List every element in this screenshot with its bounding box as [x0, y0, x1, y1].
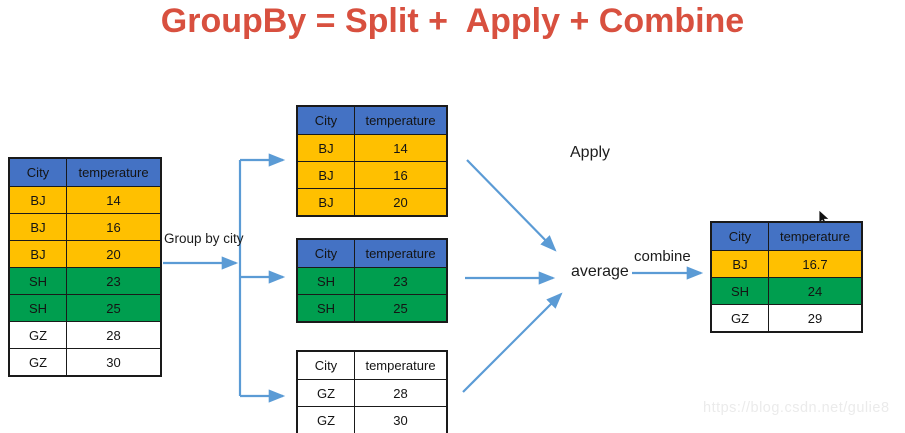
header-city: City [712, 223, 769, 250]
header-city: City [298, 107, 355, 134]
cell-temperature: 28 [393, 385, 408, 401]
cell-city: BJ [10, 241, 67, 267]
combine-label: combine [634, 248, 691, 265]
split-table-sh: City temperature SH 23 SH 25 [296, 238, 448, 323]
table-row: BJ 14 [298, 135, 446, 162]
split-table-gz: City temperature GZ 28 GZ 30 [296, 350, 448, 433]
cell-city: SH [10, 295, 67, 321]
cell-city: BJ [298, 162, 355, 188]
table-header-row: City temperature [298, 352, 446, 380]
table-header-row: City temperature [298, 107, 446, 135]
table-row: SH 23 [298, 268, 446, 295]
cell-city: BJ [298, 135, 355, 161]
cell-city: GZ [298, 380, 355, 406]
cell-temperature: 14 [106, 192, 121, 208]
cell-temperature: 20 [393, 194, 408, 210]
cell-city: GZ [10, 322, 67, 348]
cell-temperature: 28 [106, 327, 121, 343]
cell-city: SH [298, 268, 355, 294]
table-header-row: City temperature [298, 240, 446, 268]
cell-city: BJ [712, 251, 769, 277]
table-row: SH 23 [10, 268, 160, 295]
header-city: City [10, 159, 67, 186]
table-row: BJ 16 [10, 214, 160, 241]
cell-city: BJ [10, 187, 67, 213]
source-table: City temperature BJ 14 BJ 16 BJ 20 SH 23… [8, 157, 162, 377]
cell-temperature: 16.7 [802, 256, 828, 272]
table-row: BJ 16 [298, 162, 446, 189]
cell-city: BJ [10, 214, 67, 240]
cell-temperature: 30 [106, 354, 121, 370]
cell-city: SH [10, 268, 67, 294]
header-city: City [298, 240, 355, 267]
table-header-row: City temperature [10, 159, 160, 187]
header-temperature: temperature [78, 165, 149, 180]
table-row: GZ 30 [298, 407, 446, 433]
watermark: https://blog.csdn.net/gulie8 [703, 400, 890, 416]
split-table-bj: City temperature BJ 14 BJ 16 BJ 20 [296, 105, 448, 217]
table-row: BJ 14 [10, 187, 160, 214]
header-city: City [298, 352, 355, 379]
table-row: BJ 20 [10, 241, 160, 268]
average-label: average [571, 263, 629, 280]
cell-city: SH [712, 278, 769, 304]
cell-temperature: 16 [106, 219, 121, 235]
cell-temperature: 14 [393, 140, 408, 156]
table-row: GZ 30 [10, 349, 160, 375]
cell-temperature: 20 [106, 246, 121, 262]
table-row: BJ 16.7 [712, 251, 861, 278]
cell-city: GZ [712, 305, 769, 331]
header-temperature: temperature [779, 229, 851, 244]
table-row: BJ 20 [298, 189, 446, 215]
table-row: GZ 29 [712, 305, 861, 331]
header-temperature: temperature [365, 246, 436, 261]
cell-temperature: 23 [393, 273, 408, 289]
table-row: SH 24 [712, 278, 861, 305]
group-by-label: Group by city [164, 231, 244, 246]
table-row: SH 25 [298, 295, 446, 321]
apply-arrow-bj [466, 159, 557, 252]
cell-temperature: 25 [106, 300, 121, 316]
header-temperature: temperature [365, 113, 436, 128]
cell-temperature: 30 [393, 412, 408, 428]
cell-city: SH [298, 295, 355, 321]
cell-city: BJ [298, 189, 355, 215]
table-row: SH 25 [10, 295, 160, 322]
cell-temperature: 25 [393, 300, 408, 316]
header-temperature: temperature [365, 358, 436, 373]
table-header-row: City temperature [712, 223, 861, 251]
cell-temperature: 16 [393, 167, 408, 183]
apply-label: Apply [570, 144, 611, 161]
page-title: GroupBy = Split + Apply + Combine [160, 2, 745, 40]
cell-temperature: 29 [807, 310, 823, 326]
table-row: GZ 28 [298, 380, 446, 407]
result-table: City temperature BJ 16.7 SH 24 GZ 29 [710, 221, 863, 333]
cell-temperature: 24 [807, 283, 823, 299]
apply-arrow-gz [462, 292, 563, 393]
cell-temperature: 23 [106, 273, 121, 289]
cell-city: GZ [10, 349, 67, 375]
cell-city: GZ [298, 407, 355, 433]
table-row: GZ 28 [10, 322, 160, 349]
